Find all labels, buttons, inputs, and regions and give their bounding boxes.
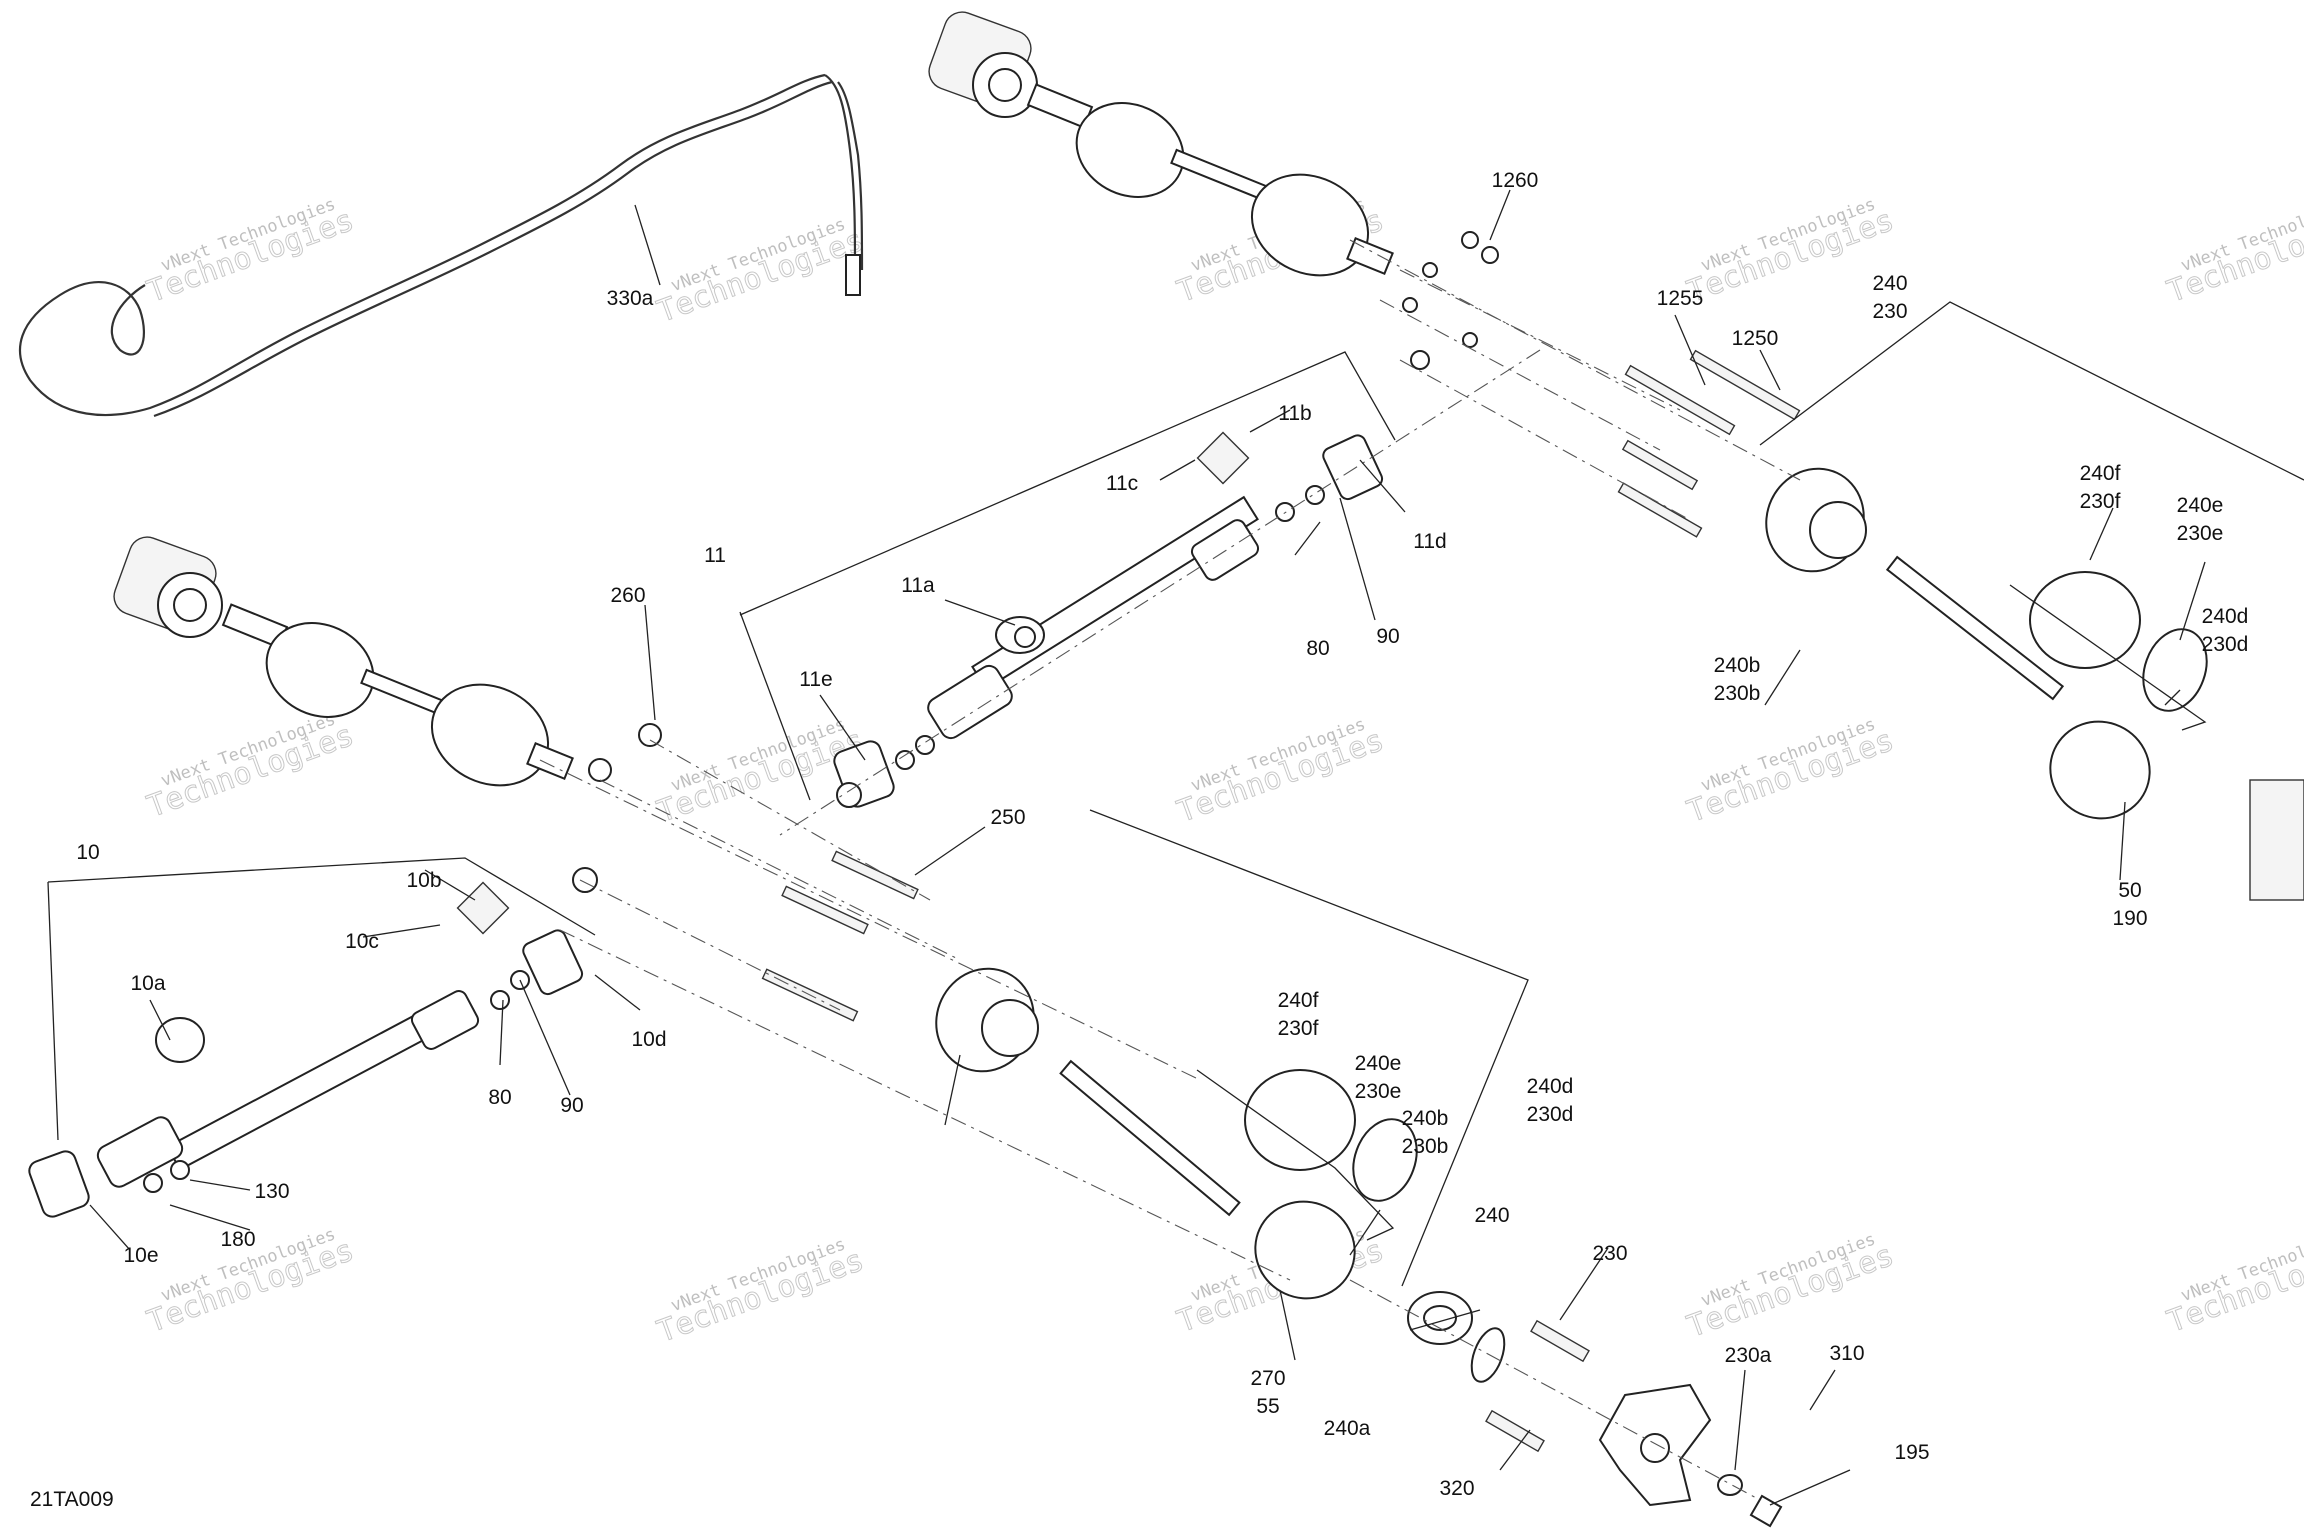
callout-label: 11c	[1106, 472, 1138, 495]
callout-label: 240e	[2177, 494, 2224, 517]
callout-label: 250	[990, 806, 1025, 829]
callout-label: 90	[560, 1094, 583, 1117]
callout-label: 1260	[1492, 169, 1539, 192]
callout-label: 240b	[1402, 1107, 1449, 1130]
callout-label: 260	[610, 584, 645, 607]
callout-label: 230e	[1355, 1080, 1402, 1103]
callout-label: 10a	[130, 972, 165, 995]
callout-label: 180	[220, 1228, 255, 1251]
prop-shaft-10	[28, 881, 584, 1218]
callout-label: 230a	[1725, 1344, 1772, 1367]
callout-label: 240a	[1324, 1417, 1371, 1440]
callout-label: 240b	[1714, 654, 1761, 677]
callout-label: 230e	[2177, 522, 2224, 545]
callout-label: 190	[2112, 907, 2147, 930]
callout-label: 230b	[1714, 682, 1761, 705]
leader-lines	[89, 189, 2206, 1506]
right-half-shaft-upper	[1765, 467, 2304, 901]
vent-hose-330a	[18, 73, 826, 417]
callout-label: 10d	[631, 1028, 666, 1051]
callout-label: 310	[1829, 1342, 1864, 1365]
callout-label: 11b	[1278, 402, 1311, 425]
callout-label: 11e	[799, 668, 832, 691]
callout-label: 1255	[1657, 287, 1704, 310]
alignment-lines	[539, 239, 1801, 1501]
vent-hose-330a-riser	[824, 74, 864, 271]
callout-label: 270	[1250, 1367, 1285, 1390]
half-shaft-lower	[935, 967, 1783, 1528]
callout-label: 11a	[901, 574, 935, 597]
callout-label: 240f	[1278, 989, 1319, 1012]
callout-label: 80	[1306, 637, 1329, 660]
left-axle-assembly	[113, 536, 574, 787]
upper-axle-assembly	[928, 11, 1394, 277]
callout-label: 230f	[1278, 1017, 1319, 1040]
callout-label: 330a	[607, 287, 654, 310]
callout-label: 10	[76, 841, 99, 864]
callout-label: 240	[1872, 272, 1907, 295]
callout-label: 1250	[1732, 327, 1779, 350]
prop-shaft-11	[833, 431, 1384, 808]
callout-label: 230d	[2202, 633, 2249, 656]
callout-label: 195	[1894, 1441, 1929, 1464]
diagram-reference-code: 21TA009	[30, 1488, 114, 1511]
callout-label: 130	[254, 1180, 289, 1203]
hose-fitting	[845, 254, 861, 296]
callout-label: 230d	[1527, 1103, 1574, 1126]
callout-label: 55	[1256, 1395, 1279, 1418]
callout-label: 10c	[345, 930, 379, 953]
callout-label: 240f	[2080, 462, 2121, 485]
callout-label: 80	[488, 1086, 511, 1109]
callout-label: 230	[1592, 1242, 1627, 1265]
callout-label: 240d	[2202, 605, 2249, 628]
callout-label: 240	[1474, 1204, 1509, 1227]
callout-label: 320	[1439, 1477, 1474, 1500]
vent-hose-330a-inner	[153, 80, 833, 418]
callout-label: 50	[2118, 879, 2141, 902]
callout-labels: 330a 1260 240 230 1255 1250 11b 11c 11d 240f 230f 2…	[76, 169, 2248, 1500]
callout-label: 230f	[2080, 490, 2121, 513]
group-brackets	[47, 301, 2304, 1287]
callout-label: 240e	[1355, 1052, 1402, 1075]
callout-label: 10b	[406, 869, 441, 892]
callout-label: 240d	[1527, 1075, 1574, 1098]
callout-label: 230b	[1402, 1135, 1449, 1158]
callout-label: 10e	[123, 1244, 158, 1267]
callout-label: 90	[1376, 625, 1399, 648]
bolts	[143, 231, 1801, 1193]
callout-label: 230	[1872, 300, 1907, 323]
callout-label: 11	[704, 544, 726, 567]
callout-label: 11d	[1413, 530, 1446, 553]
